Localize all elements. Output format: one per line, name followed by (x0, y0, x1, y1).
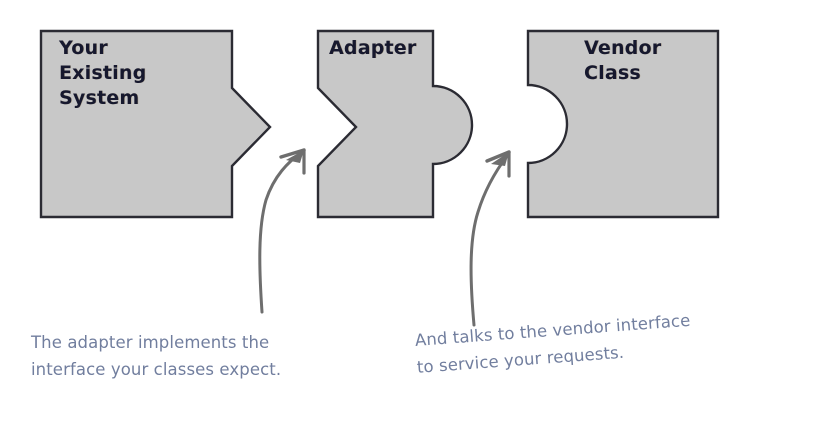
box-label-existing-system: Your Existing System (59, 37, 147, 109)
arrow-to-vendor (469, 150, 511, 327)
shape-vendor-class (526, 29, 720, 219)
shape-adapter (316, 29, 474, 219)
shape-existing-system (39, 29, 272, 219)
caption-adapter-implements: The adapter implements the interface you… (31, 333, 282, 379)
box-label-adapter: Adapter (329, 37, 417, 59)
arrow-to-adapter (258, 148, 306, 314)
box-label-vendor-class: Vendor Class (584, 37, 662, 84)
